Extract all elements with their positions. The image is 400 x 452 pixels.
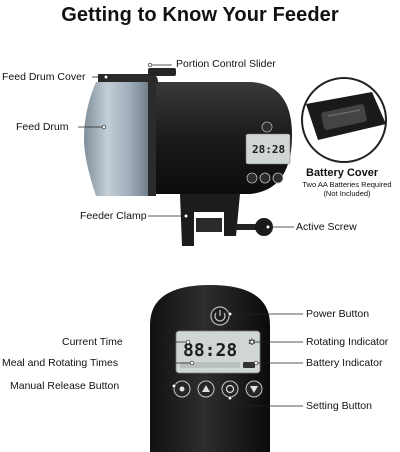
portion-control-slider	[148, 68, 176, 76]
battery-note: Two AA Batteries Required (Not Included)	[302, 180, 392, 198]
label-rotating-indicator: Rotating Indicator	[306, 336, 389, 348]
feed-drum	[84, 82, 150, 196]
label-power-button: Power Button	[306, 308, 370, 320]
label-current-time: Current Time	[62, 336, 123, 348]
page-title: Getting to Know Your Feeder	[61, 4, 339, 26]
top-lcd-time: 28:28	[252, 143, 285, 156]
label-meal-and-rotating-times: Meal and Rotating Times	[2, 357, 119, 369]
label-manual-release-button: Manual Release Button	[10, 380, 120, 392]
label-feed-drum: Feed Drum	[16, 121, 69, 133]
label-battery-indicator: Battery Indicator	[306, 357, 383, 369]
label-feeder-clamp: Feeder Clamp	[80, 210, 147, 222]
battery-cover-inset	[301, 77, 387, 163]
label-portion-control-slider: Portion Control Slider	[176, 58, 276, 70]
active-screw	[236, 218, 273, 236]
label-active-screw: Active Screw	[296, 221, 357, 233]
setting-button	[221, 380, 239, 398]
top-power-button	[261, 121, 273, 133]
label-feed-drum-cover: Feed Drum Cover	[2, 71, 86, 83]
feeder-body	[140, 82, 292, 194]
top-lcd-screen	[245, 133, 291, 165]
battery-indicator-icon	[243, 362, 255, 368]
feed-drum-cover	[98, 74, 158, 84]
label-setting-button: Setting Button	[306, 400, 372, 412]
bottom-lcd-time: 88:28	[183, 340, 237, 361]
feeder-clamp	[180, 194, 240, 246]
label-battery-cover: Battery Cover	[306, 167, 379, 179]
